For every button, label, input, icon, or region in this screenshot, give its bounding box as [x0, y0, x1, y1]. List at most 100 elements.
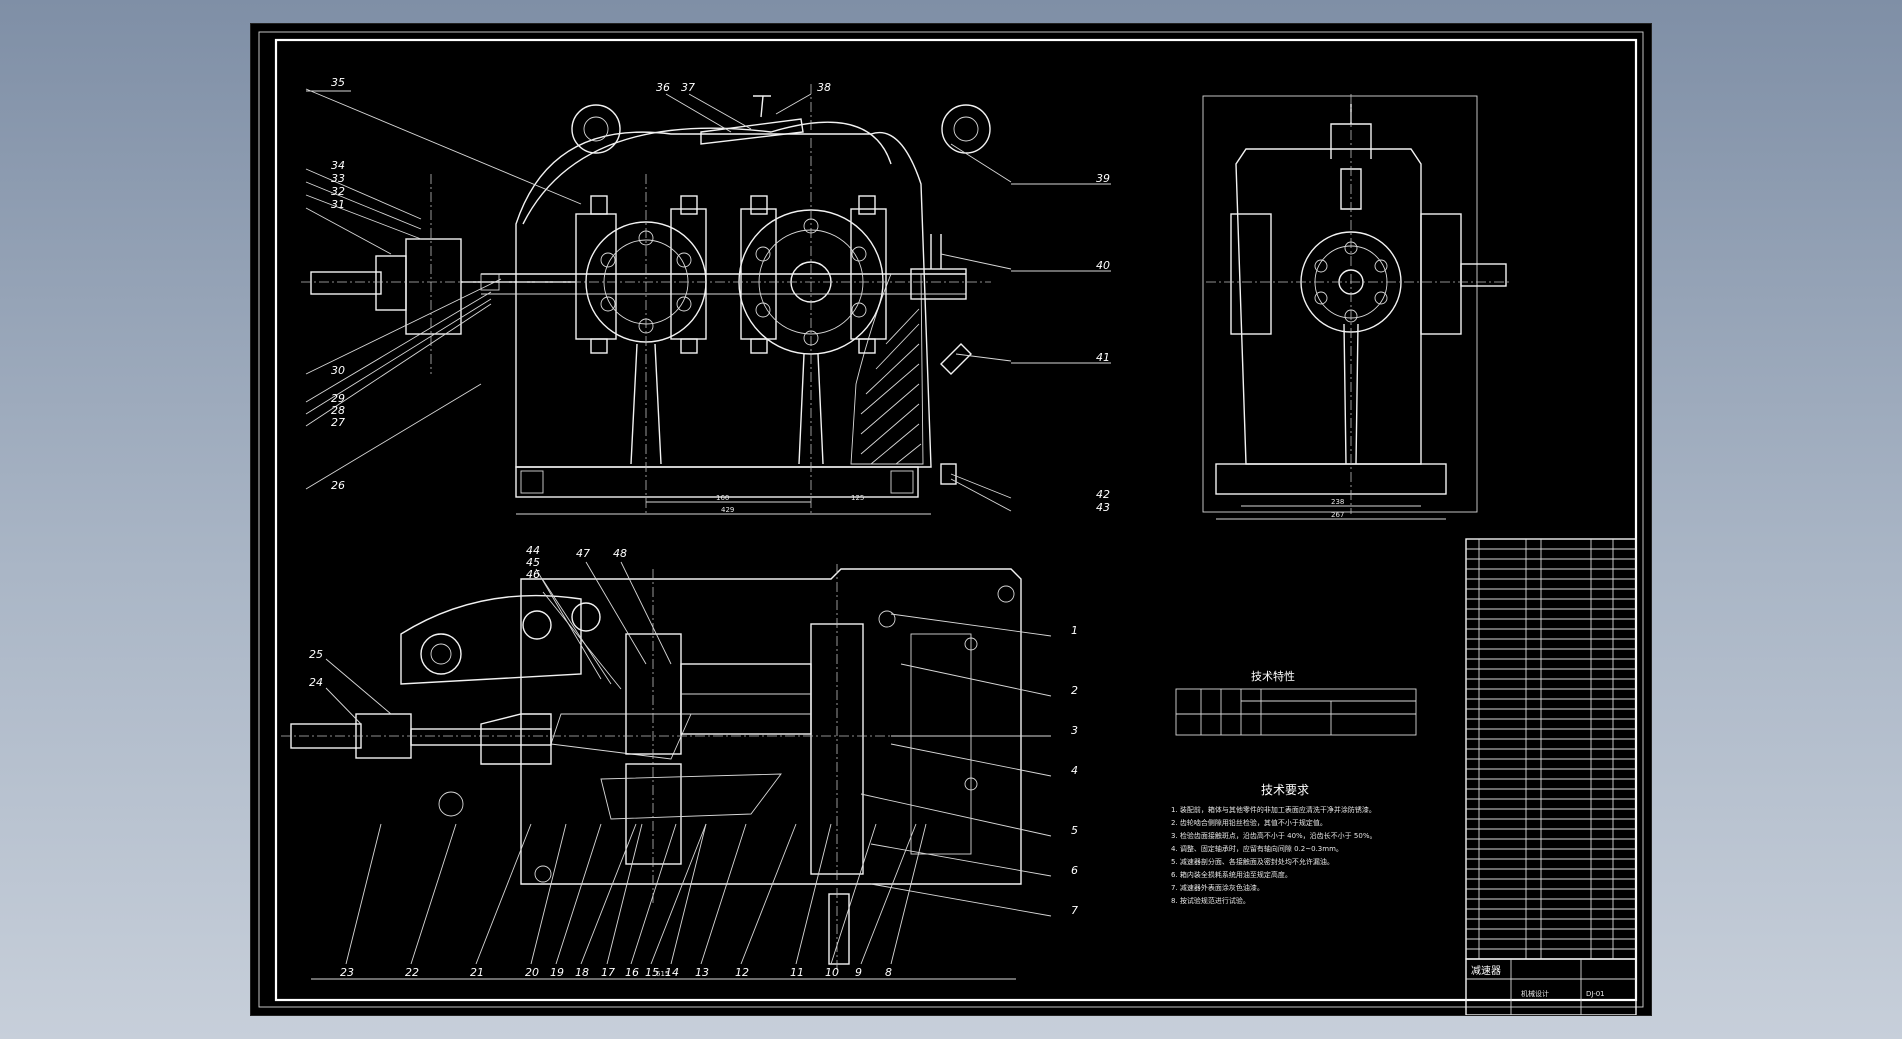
- balloon-36: 36: [656, 81, 670, 94]
- leader-line: [410, 823, 457, 965]
- leader-line: [475, 823, 532, 965]
- balloon-38: 38: [817, 81, 831, 94]
- drawing-sheet: 429 160 125 35 34 33 32 31 30 29 28 27 2…: [251, 24, 1651, 1015]
- outer-border: [258, 31, 1644, 1008]
- side-housing: [1235, 148, 1422, 465]
- balloon-7: 7: [1071, 904, 1078, 917]
- balloon-23: 23: [340, 966, 354, 979]
- balloon-30: 30: [331, 364, 345, 377]
- balloon-43: 43: [1096, 501, 1110, 514]
- dim-front-centers: 160: [716, 494, 729, 502]
- balloon-47: 47: [576, 547, 590, 560]
- balloon-46: 46: [526, 568, 540, 581]
- balloon-25: 25: [309, 648, 323, 661]
- balloon-6: 6: [1071, 864, 1078, 877]
- balloon-16: 16: [625, 966, 639, 979]
- leader-line: [890, 823, 927, 965]
- balloon-11: 11: [790, 966, 804, 979]
- balloon-17: 17: [601, 966, 615, 979]
- balloon-40: 40: [1096, 259, 1110, 272]
- title-block-drawing-no: DJ-01: [1586, 990, 1605, 998]
- leader-line: [795, 823, 832, 965]
- tech-characteristics-title: 技术特性: [1251, 669, 1295, 683]
- balloon-22: 22: [405, 966, 419, 979]
- balloon-15: 15: [645, 966, 659, 979]
- balloon-27: 27: [331, 416, 345, 429]
- tech-requirements: 技术要求 1. 装配前，箱体与其他零件的非加工表面应清洗干净并涂防锈漆。 2. …: [1171, 783, 1376, 905]
- plan-gear-pair: [680, 663, 812, 735]
- leader-line: [670, 823, 707, 965]
- assembly-drawing: 429 160 125 35 34 33 32 31 30 29 28 27 2…: [258, 31, 1644, 1015]
- plan-housing: [520, 568, 1022, 885]
- requirement-7: 7. 减速器外表面涂灰色油漆。: [1171, 883, 1264, 892]
- balloon-35: 35: [331, 76, 345, 89]
- balloon-48: 48: [613, 547, 627, 560]
- balloon-5: 5: [1071, 824, 1078, 837]
- balloon-13: 13: [695, 966, 709, 979]
- plan-view: 615 1 2 3 4 5 6 7 44 45 46 47 48 25 24 2…: [281, 544, 1078, 980]
- leader-line: [650, 823, 707, 965]
- requirement-2: 2. 齿轮啮合侧隙用铅丝检验，其值不小于规定值。: [1171, 818, 1327, 827]
- balloon-1: 1: [1071, 624, 1078, 637]
- oil-level-section: [850, 273, 924, 465]
- balloon-4: 4: [1071, 764, 1078, 777]
- requirement-5: 5. 减速器剖分面、各接触面及密封处均不允许漏油。: [1171, 857, 1334, 866]
- dim-front-overall: 429: [721, 506, 734, 514]
- inner-border: [274, 38, 1638, 1002]
- requirement-1: 1. 装配前，箱体与其他零件的非加工表面应清洗干净并涂防锈漆。: [1171, 805, 1376, 814]
- balloon-2: 2: [1071, 684, 1078, 697]
- leader-line: [740, 823, 797, 965]
- leader-line: [345, 823, 382, 965]
- balloon-41: 41: [1096, 351, 1110, 364]
- balloon-45: 45: [526, 556, 540, 569]
- front-base: [515, 466, 919, 498]
- balloon-32: 32: [331, 185, 345, 198]
- balloon-34: 34: [331, 159, 345, 172]
- dim-side-overall: 267: [1331, 511, 1344, 519]
- side-view: 267 238: [1202, 94, 1511, 520]
- title-block: 减速器 机械设计 DJ-01: [1465, 958, 1637, 1015]
- parts-list: [1465, 538, 1637, 960]
- front-housing: [515, 131, 932, 468]
- front-view: 429 160 125 35 34 33 32 31 30 29 28 27 2…: [301, 76, 1111, 515]
- balloon-18: 18: [575, 966, 589, 979]
- balloon-14: 14: [665, 966, 679, 979]
- requirement-8: 8. 按试验规范进行试验。: [1171, 896, 1250, 905]
- leader-line: [860, 823, 917, 965]
- leader-line: [530, 823, 567, 965]
- leader-line: [606, 823, 643, 965]
- balloon-39: 39: [1096, 172, 1110, 185]
- balloon-21: 21: [470, 966, 484, 979]
- balloon-37: 37: [681, 81, 695, 94]
- title-block-school: 机械设计: [1521, 989, 1549, 998]
- balloon-3: 3: [1071, 724, 1078, 737]
- tech-characteristics: 技术特性: [1175, 669, 1417, 736]
- balloon-42: 42: [1096, 488, 1110, 501]
- balloon-31: 31: [331, 198, 345, 211]
- balloon-29: 29: [331, 392, 345, 405]
- leader-line: [630, 823, 677, 965]
- balloon-44: 44: [526, 544, 540, 557]
- requirement-4: 4. 调整、固定轴承时，应留有轴向间隙 0.2~0.3mm。: [1171, 844, 1343, 853]
- leader-line: [555, 823, 602, 965]
- balloon-28: 28: [331, 404, 345, 417]
- leader-line: [700, 823, 747, 965]
- balloon-12: 12: [735, 966, 749, 979]
- balloon-9: 9: [855, 966, 862, 979]
- balloon-26: 26: [331, 479, 345, 492]
- requirement-3: 3. 检验齿面接触斑点，沿齿高不小于 40%，沿齿长不小于 50%。: [1171, 831, 1376, 840]
- leader-line: [580, 823, 637, 965]
- tech-requirements-title: 技术要求: [1261, 783, 1309, 797]
- balloon-19: 19: [550, 966, 564, 979]
- balloon-33: 33: [331, 172, 345, 185]
- dim-front-right: 125: [851, 494, 864, 502]
- balloon-24: 24: [309, 676, 323, 689]
- dim-plan-overall: 615: [656, 970, 669, 978]
- leader-line: [830, 823, 877, 965]
- title-block-name: 减速器: [1471, 965, 1501, 977]
- balloon-20: 20: [525, 966, 539, 979]
- balloon-10: 10: [825, 966, 839, 979]
- requirement-6: 6. 箱内装全损耗系统用油至规定高度。: [1171, 870, 1292, 879]
- dim-side-base: 238: [1331, 498, 1344, 506]
- balloon-8: 8: [885, 966, 892, 979]
